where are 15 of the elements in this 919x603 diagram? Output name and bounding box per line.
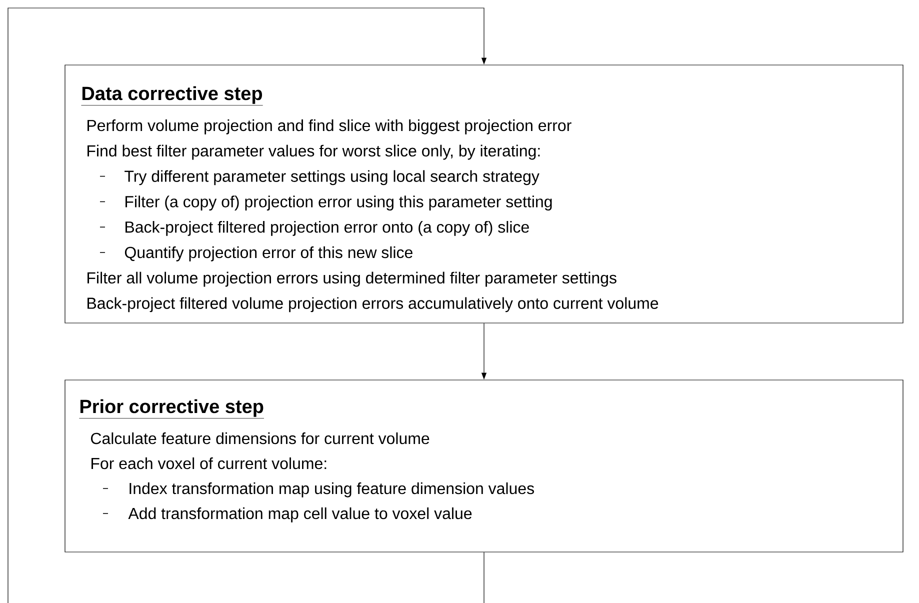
arrow — [8, 8, 487, 603]
text-line: Back-project filtered volume projection errors accumulatively onto current volume — [88, 297, 658, 312]
list-item: Add transformation map cell value to voxel value — [128, 507, 472, 522]
list-item: Filter (a copy of) projection error using this parameter setting — [126, 196, 552, 211]
text-line: Filter all volume projection errors using determined filter parameter settings — [88, 272, 616, 287]
list-item: Quantify projection error of this new slice — [124, 246, 412, 262]
heading: Data corrective step — [81, 86, 264, 106]
list-item: Back-project filtered projection error onto (a copy of) slice — [126, 221, 529, 236]
text-line: Perform volume projection and find slice with biggest projection error — [88, 119, 572, 134]
list-item: Try different parameter settings using local search strategy — [124, 170, 540, 186]
heading: Prior corrective step — [79, 399, 264, 419]
list-item: Index transformation map using feature dimension values — [130, 482, 534, 498]
text-line: Find best filter parameter values for worst slice only, by iterating: — [88, 144, 540, 160]
text-line: Calculate feature dimensions for current volume — [91, 432, 430, 444]
text-line: For each voxel of current volume: — [92, 457, 326, 470]
